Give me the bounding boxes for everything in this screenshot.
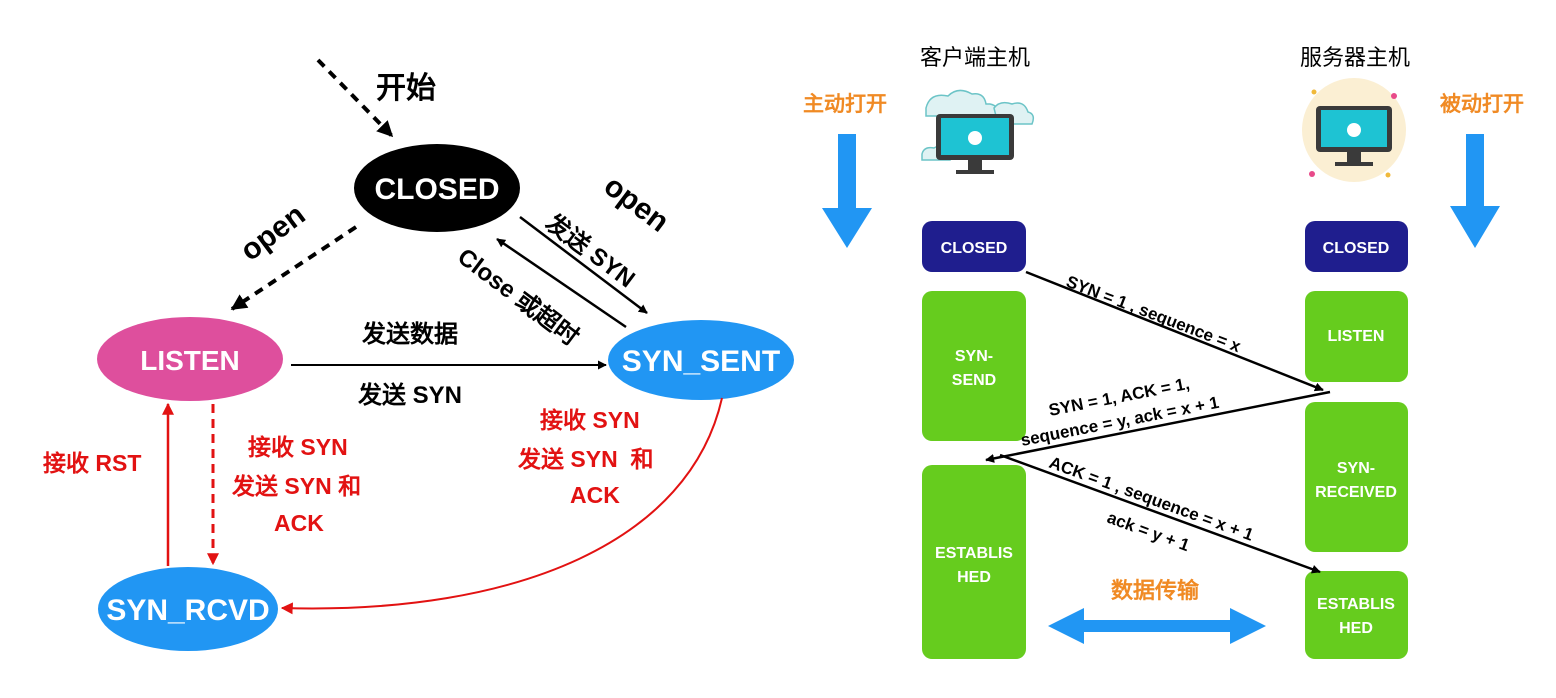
client-state-established-label-1: ESTABLIS [935,545,1013,562]
label-recv-syn-right-3: ACK [570,482,620,508]
data-transfer-arrow [1048,608,1266,644]
monitor-sun-icon [1302,78,1406,182]
label-send-syn: 发送 SYN [540,208,641,294]
label-recv-syn-mid-3: ACK [274,510,324,536]
state-syn-rcvd-label: SYN_RCVD [106,594,269,627]
client-state-closed-label: CLOSED [941,240,1008,257]
client-state-syn-send [922,291,1026,441]
passive-open-arrow [1450,134,1500,248]
server-state-syn-received-label-1: SYN- [1337,460,1375,477]
server-state-listen-label: LISTEN [1328,328,1385,345]
active-open-label: 主动打开 [803,93,887,116]
label-close-timeout: Close 或超时 [452,243,583,351]
handshake-arrow-2 [985,390,1331,463]
label-send-syn-bottom: 发送 SYN [357,381,462,409]
server-state-established [1305,571,1408,659]
server-state-closed [1305,221,1408,272]
state-syn-sent-label: SYN_SENT [622,345,780,378]
passive-open-label: 被动打开 [1440,92,1524,116]
state-syn-rcvd [98,567,278,651]
client-state-syn-send-label-1: SYN- [955,348,993,365]
handshake-diagram: 客户端主机 服务器主机 主动打开 被动打开 [803,45,1524,659]
server-state-closed-label: CLOSED [1323,240,1390,257]
label-send-data: 发送数据 [361,320,458,348]
server-title: 服务器主机 [1300,45,1410,70]
state-listen-label: LISTEN [140,345,240,376]
state-machine: 开始 CLOSED LISTEN SYN_SENT SYN_RCVD open … [43,58,794,651]
state-closed [354,144,520,232]
label-recv-rst: 接收 RST [43,450,141,476]
handshake-arrow-3 [999,453,1321,574]
label-open-left: open [234,198,311,267]
label-recv-syn-mid-2: 发送 SYN 和 [231,473,361,499]
data-transfer-label: 数据传输 [1111,578,1200,603]
client-state-established-label-2: HED [957,569,991,586]
handshake-arrow-1 [1025,270,1324,392]
start-arrow [316,58,394,138]
monitor-cloud-icon [921,89,1035,174]
arrow-open-listen [230,225,358,311]
msg1-label: SYN = 1 , sequence = x [1064,272,1244,356]
label-recv-syn-right-2: 发送 SYN 和 [517,446,653,472]
label-open-right: open [598,169,675,238]
server-state-syn-received [1305,402,1408,552]
server-state-established-label-1: ESTABLIS [1317,596,1395,613]
state-closed-label: CLOSED [374,173,499,206]
client-state-closed [922,221,1026,272]
active-open-arrow [822,134,872,248]
server-state-listen [1305,291,1408,382]
arrow-syn-sent-syn-rcvd [280,397,723,615]
label-recv-syn-right-1: 接收 SYN [540,407,640,433]
state-listen [97,317,283,401]
client-title: 客户端主机 [920,45,1030,70]
server-state-established-label-2: HED [1339,620,1373,637]
arrow-close-timeout [496,237,627,329]
start-label: 开始 [376,72,436,105]
server-state-syn-received-label-2: RECEIVED [1315,484,1397,501]
client-state-syn-send-label-2: SEND [952,372,996,389]
client-state-established [922,465,1026,659]
arrow-open-syn-sent [519,216,648,314]
label-recv-syn-mid-1: 接收 SYN [248,434,348,460]
state-syn-sent [608,320,794,400]
